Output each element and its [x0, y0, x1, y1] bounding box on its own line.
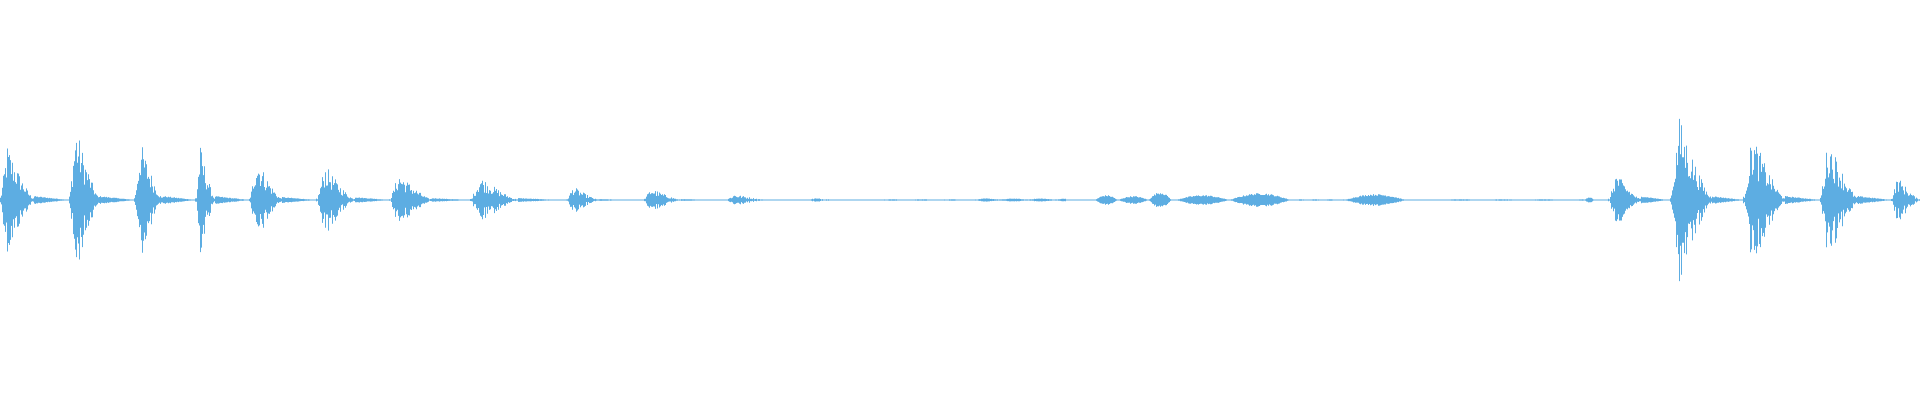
waveform-bars: [0, 118, 1920, 282]
